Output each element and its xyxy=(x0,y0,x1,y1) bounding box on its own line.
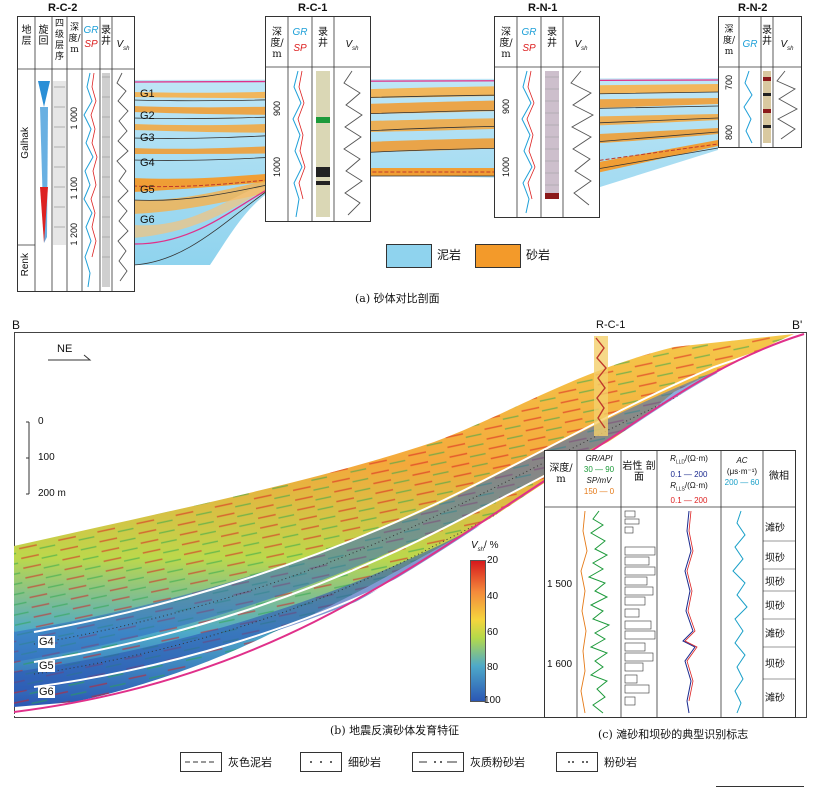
facies-label: 坝砂 xyxy=(765,659,785,670)
legend-label: 细砂岩 xyxy=(348,756,381,769)
header-vsh: Vsh xyxy=(345,39,359,52)
header-depth: 深度/ m xyxy=(722,25,736,57)
header-sp: SP xyxy=(293,43,307,54)
calc-siltstone-swatch xyxy=(412,752,464,772)
header-gr: GR/API 30 — 90 SP/mV 150 — 0 xyxy=(583,454,615,496)
facies-label: 坝砂 xyxy=(765,577,785,588)
colorbar-tick: 20 xyxy=(487,555,499,566)
scale-tick-label: 200 m xyxy=(38,488,66,499)
depth-label: 1000 xyxy=(272,157,282,178)
colorbar-tick: 40 xyxy=(487,591,499,602)
zone-label: G6 xyxy=(38,686,55,698)
header-mudlog: 录 井 xyxy=(318,27,328,49)
siltstone-swatch xyxy=(556,752,598,772)
header-cycle: 旋 回 xyxy=(38,25,49,47)
header-vsh: Vsh xyxy=(780,39,794,52)
zone-label: G6 xyxy=(140,214,155,226)
facies-label: 滩砂 xyxy=(765,523,785,534)
header-mudlog: 录 井 xyxy=(547,27,557,49)
header-sp: SP xyxy=(522,43,536,54)
header-depth: 深度/ m xyxy=(68,23,81,55)
facies-label: 坝砂 xyxy=(765,553,785,564)
facies-label: 滩砂 xyxy=(765,693,785,704)
well-column-rc1: 深度/ m GR SP 录 井 Vsh 900 1000 xyxy=(265,16,371,222)
depth-label: 900 xyxy=(272,101,282,117)
well-column-rc2: 地 层 旋 回 四级 层序 深度/ m GR SP 录 井 Vsh Galhak… xyxy=(17,16,135,292)
gray-mudstone-swatch xyxy=(180,752,222,772)
formation-galhak: Galhak xyxy=(20,127,31,159)
caption-c: (c) 滩砂和坝砂的典型识别标志 xyxy=(598,728,749,741)
mudstone-legend-label: 泥岩 xyxy=(437,248,462,262)
zone-label: G3 xyxy=(140,132,155,144)
colorbar-tick: 100 xyxy=(484,695,501,706)
caption-b: (b) 地震反演砂体发育特征 xyxy=(330,724,460,737)
legend-label: 灰色泥岩 xyxy=(228,756,272,769)
colorbar-tick: 60 xyxy=(487,627,499,638)
header-mudlog: 录 井 xyxy=(762,25,772,47)
facies-label: 坝砂 xyxy=(765,601,785,612)
scale-bar xyxy=(26,421,30,495)
sandstone-swatch xyxy=(475,244,521,268)
depth-label: 1000 xyxy=(501,157,511,178)
well-title-rc2: R-C-2 xyxy=(48,2,78,14)
header-facies: 微相 xyxy=(769,471,789,482)
header-depth: 深度/ m xyxy=(499,27,513,60)
depth-label: 1 100 xyxy=(69,177,79,200)
header-gr: GR xyxy=(521,27,537,38)
zone-label: G4 xyxy=(38,636,55,648)
header-gr: GR xyxy=(742,39,758,50)
well-column-rn2: 深度/ m GR 录 井 Vsh 700 800 xyxy=(718,16,802,148)
colorbar-title: Vsh/ % xyxy=(471,540,499,553)
well-column-rn1: 深度/ m GR SP 录 井 Vsh 900 1000 xyxy=(494,16,600,218)
formation-renk: Renk xyxy=(20,253,31,277)
zone-label: G5 xyxy=(140,184,155,196)
footer-rule xyxy=(716,786,804,787)
legend-label: 灰质粉砂岩 xyxy=(470,756,525,769)
fine-sandstone-swatch xyxy=(300,752,342,772)
mudstone-swatch xyxy=(386,244,432,268)
direction-arrow-icon xyxy=(48,354,92,361)
zone-label: G5 xyxy=(38,660,55,672)
header-gr: GR xyxy=(83,25,99,36)
depth-label: 900 xyxy=(501,99,511,115)
depth-label: 700 xyxy=(724,75,734,91)
header-mudlog: 录 井 xyxy=(101,25,111,47)
legend-label: 粉砂岩 xyxy=(604,756,637,769)
header-vsh: Vsh xyxy=(574,39,588,52)
zone-label: G4 xyxy=(140,157,155,169)
section-label-b: B xyxy=(12,318,21,332)
depth-label: 1 600 xyxy=(547,659,573,670)
depth-label: 1 200 xyxy=(69,223,79,246)
well-label-rc1: R-C-1 xyxy=(596,319,626,331)
header-resistivity: RLLD/(Ω·m) 0.1 — 200 RLLS/(Ω·m) 0.1 — 20… xyxy=(670,454,708,506)
header-level4: 四级 层序 xyxy=(54,19,64,62)
depth-label: 1 000 xyxy=(69,107,79,130)
zone-label: G2 xyxy=(140,110,155,122)
facies-label: 滩砂 xyxy=(765,629,785,640)
header-depth: 深度/ m xyxy=(549,463,573,485)
well-title-rc1: R-C-1 xyxy=(298,2,328,14)
panel-c: 深度/ m GR/API 30 — 90 SP/mV 150 — 0 岩性 剖面… xyxy=(544,450,796,718)
seismic-frame xyxy=(14,332,807,718)
header-lithology: 岩性 剖面 xyxy=(622,461,656,483)
header-strata: 地 层 xyxy=(21,25,32,47)
scale-tick-label: 0 xyxy=(38,416,44,427)
header-vsh: Vsh xyxy=(116,39,130,52)
header-depth: 深度/ m xyxy=(270,27,284,60)
direction-label: NE xyxy=(57,343,73,355)
depth-label: 1 500 xyxy=(547,579,573,590)
header-ac: AC (μs·m⁻¹) 200 — 60 xyxy=(724,456,760,487)
well-title-rn2: R-N-2 xyxy=(738,2,768,14)
caption-a: (a) 砂体对比剖面 xyxy=(355,292,440,305)
colorbar xyxy=(470,560,486,702)
zone-label: G1 xyxy=(140,88,155,100)
scale-tick-label: 100 xyxy=(38,452,55,463)
depth-label: 800 xyxy=(724,125,734,141)
sandstone-legend-label: 砂岩 xyxy=(526,248,551,262)
header-sp: SP xyxy=(84,39,98,50)
header-gr: GR xyxy=(292,27,308,38)
well-title-rn1: R-N-1 xyxy=(528,2,558,14)
section-label-b-prime: B' xyxy=(792,318,803,332)
colorbar-tick: 80 xyxy=(487,662,499,673)
